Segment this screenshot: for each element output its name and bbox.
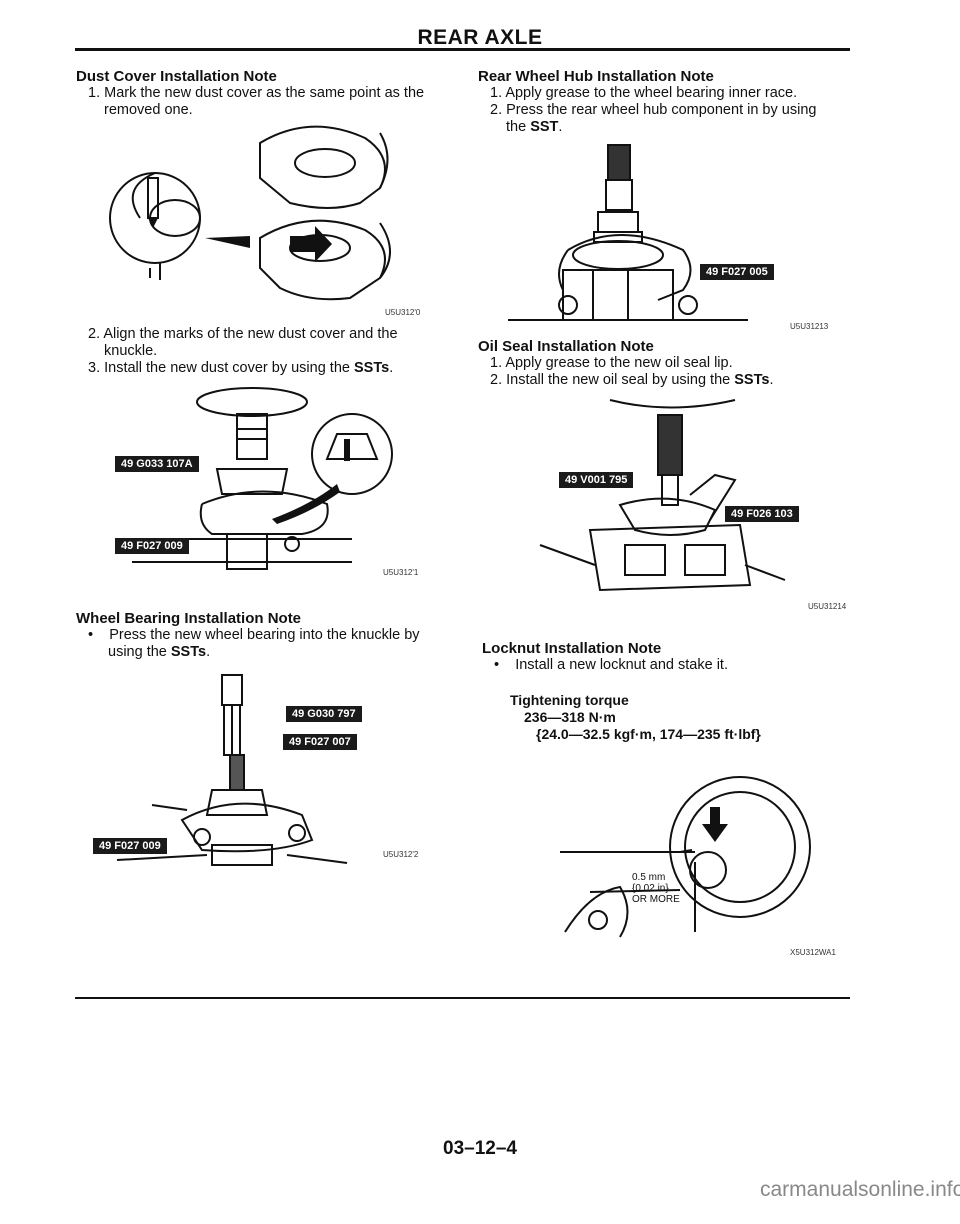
sst-label-g033-107a: 49 G033 107A (115, 456, 199, 472)
torque-title: Tightening torque (510, 692, 629, 708)
oil-seal-step1: 1. Apply grease to the new oil seal lip. (490, 355, 733, 371)
dust-cover-install-figure (132, 387, 393, 570)
oil-seal-step2: 2. Install the new oil seal by using the… (478, 372, 858, 389)
dust-cover-fig2-code: U5U312'1 (383, 568, 419, 577)
dust-cover-step1-cont: removed one. (104, 102, 193, 118)
wheel-bearing-bullet-text: Press the new wheel bearing into the knu… (109, 627, 420, 643)
locknut-bullet-text: Install a new locknut and stake it. (515, 657, 728, 673)
locknut-fig-code: X5U312WA1 (790, 948, 836, 957)
hub-step1: 1. Apply grease to the wheel bearing inn… (490, 85, 798, 101)
oil-seal-title: Oil Seal Installation Note (478, 338, 654, 355)
hub-section: Rear Wheel Hub Installation Note 1. Appl… (478, 68, 858, 136)
oil-seal-section: Oil Seal Installation Note 1. Apply grea… (478, 338, 858, 389)
locknut-callout-in: {0.02 in} (632, 883, 669, 894)
locknut-section: Locknut Installation Note • Install a ne… (482, 640, 862, 674)
dust-cover-step2-cont: knuckle. (104, 343, 158, 359)
sst-label-f027-009-a: 49 F027 009 (115, 538, 189, 554)
sst-label-f027-007: 49 F027 007 (283, 734, 357, 750)
dust-cover-mark-figure (109, 125, 391, 301)
dust-cover-step3-text: 3. Install the new dust cover by using t… (88, 360, 354, 376)
dust-cover-step3-end: . (389, 360, 394, 376)
sst-label-f026-103: 49 F026 103 (725, 506, 799, 522)
dust-cover-title: Dust Cover Installation Note (76, 68, 277, 85)
wheel-bearing-bullet: • Press the new wheel bearing into the k… (88, 627, 420, 643)
sst-label-f027-005: 49 F027 005 (700, 264, 774, 280)
locknut-callout: 0.5 mm {0.02 in} OR MORE (632, 872, 680, 905)
sst-label-f027-009-b: 49 F027 009 (93, 838, 167, 854)
locknut-callout-more: OR MORE (632, 894, 680, 905)
dust-cover-step3-bold: SSTs (353, 360, 390, 376)
torque-other: {24.0—32.5 kgf·m, 174—235 ft·lbf} (536, 726, 761, 742)
dust-cover-step3: 3. Install the new dust cover by using t… (76, 360, 456, 377)
wheel-bearing-bullet-end: . (206, 644, 211, 660)
hub-step2-end: . (558, 119, 563, 135)
oil-seal-step2-end: . (769, 372, 774, 388)
oil-seal-step2-bold: SSTs (734, 372, 770, 388)
wheel-bearing-section: Wheel Bearing Installation Note • Press … (76, 610, 456, 661)
dust-cover-step2: 2. Align the marks of the new dust cover… (88, 326, 398, 342)
page-title: REAR AXLE (417, 26, 543, 49)
page-number: 03–12–4 (443, 1138, 517, 1159)
oil-seal-fig-code: U5U31214 (808, 602, 847, 611)
hub-step2-cont-text: the (506, 119, 531, 135)
hub-step2-bold: SST (530, 119, 559, 135)
oil-seal-figure (539, 399, 786, 592)
torque-block: Tightening torque 236—318 N·m {24.0—32.5… (510, 692, 761, 743)
locknut-figure (560, 776, 811, 938)
torque-nm: 236—318 N·m (524, 709, 616, 725)
sst-label-v001-795: 49 V001 795 (559, 472, 634, 488)
dust-cover-section: Dust Cover Installation Note 1. Mark the… (76, 68, 456, 119)
wheel-bearing-bullet-cont-text: using the (108, 644, 171, 660)
dust-cover-step1: 1. Mark the new dust cover as the same p… (88, 85, 425, 101)
hub-title: Rear Wheel Hub Installation Note (478, 68, 714, 85)
watermark: carmanualsonline.info (760, 1178, 960, 1201)
oil-seal-step2-text: 2. Install the new oil seal by using the (490, 372, 735, 388)
hub-figure (508, 144, 748, 321)
locknut-bullet: • Install a new locknut and stake it. (494, 657, 728, 673)
locknut-callout-mm: 0.5 mm (632, 872, 666, 883)
hub-step2-cont: the SST. (478, 119, 858, 136)
locknut-title: Locknut Installation Note (482, 640, 662, 657)
wheel-bearing-title: Wheel Bearing Installation Note (76, 610, 302, 627)
wheel-bearing-fig-code: U5U312'2 (383, 850, 419, 859)
hub-step2: 2. Press the rear wheel hub component in… (490, 102, 817, 118)
wheel-bearing-figure (116, 674, 348, 866)
dust-cover-fig1-code: U5U312'0 (385, 308, 421, 317)
sst-label-g030-797: 49 G030 797 (286, 706, 362, 722)
footer-rule (75, 997, 850, 999)
hub-fig-code: U5U31213 (790, 322, 829, 331)
dust-cover-steps-2-3: 2. Align the marks of the new dust cover… (76, 326, 456, 377)
wheel-bearing-bullet-bold: SSTs (170, 644, 207, 660)
wheel-bearing-bullet-cont: using the SSTs. (76, 644, 456, 661)
header-rule (75, 48, 850, 51)
